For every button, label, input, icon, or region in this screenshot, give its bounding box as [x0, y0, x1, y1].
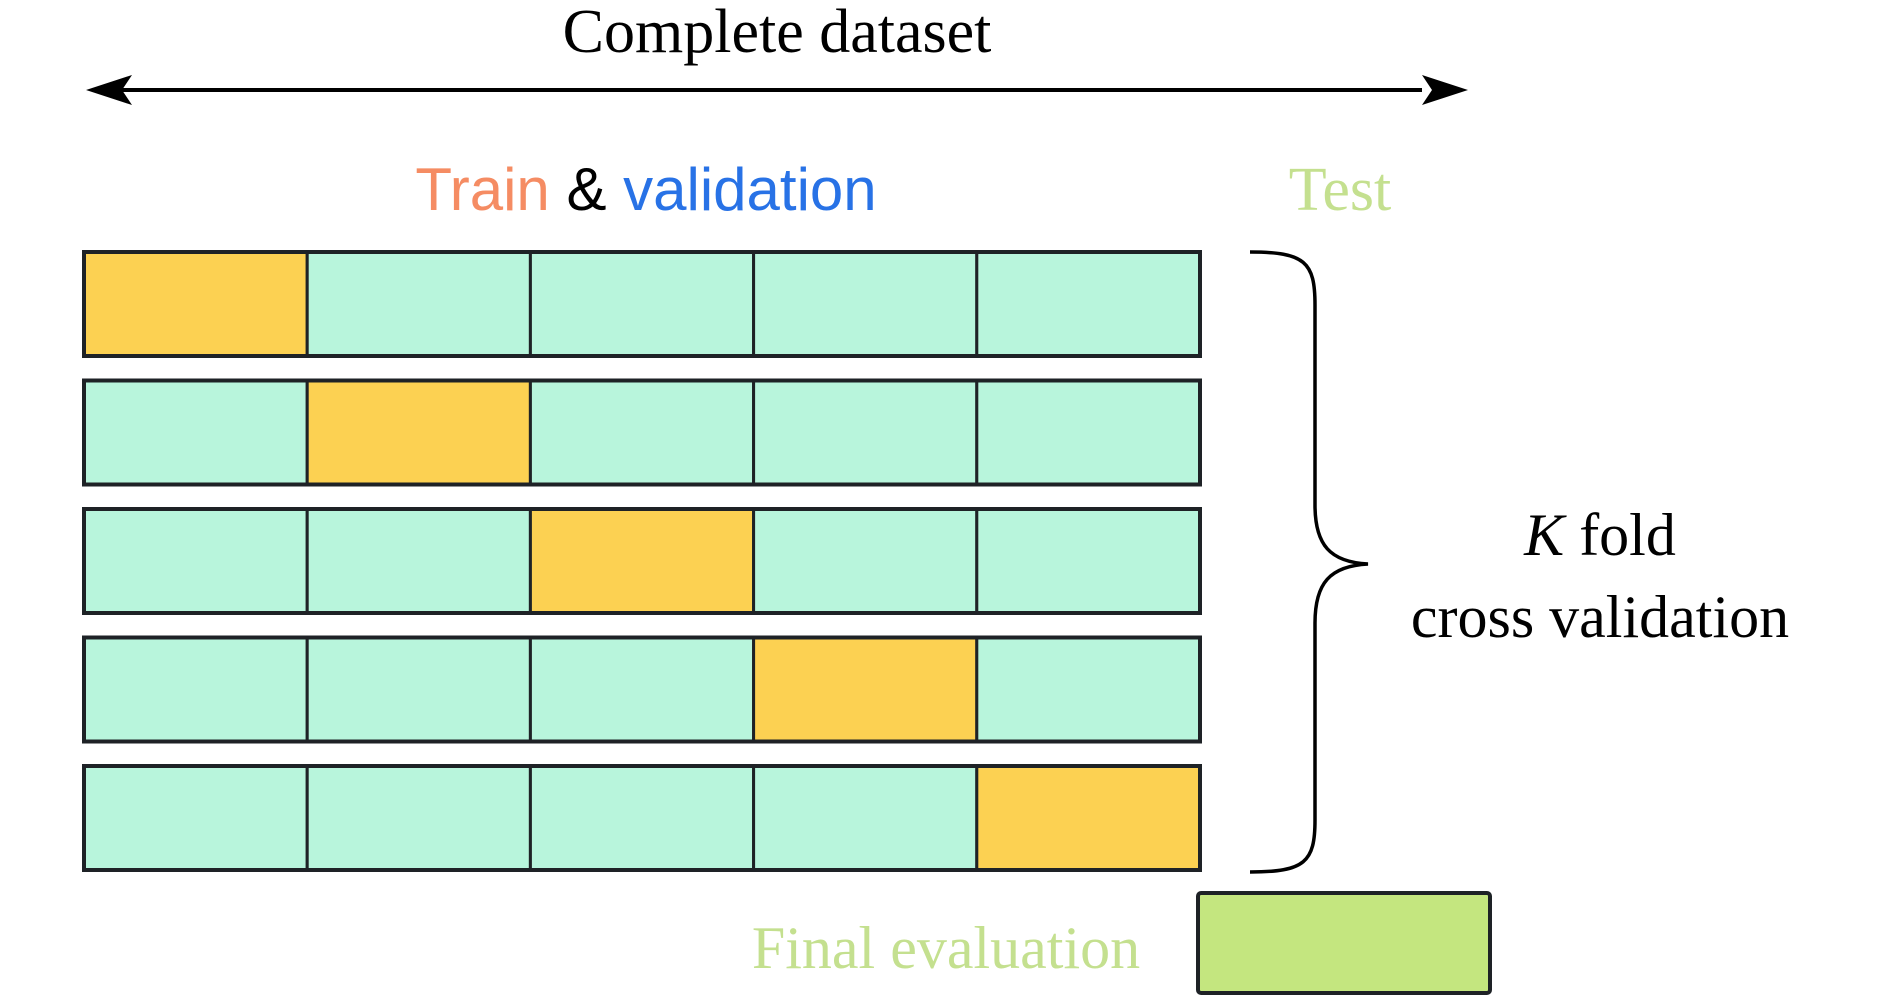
arrow-head-left — [86, 75, 132, 105]
fold-row-4 — [82, 635, 1202, 744]
fold-row-outline — [82, 635, 1202, 744]
train-fold-cell — [305, 636, 532, 743]
final-evaluation-label: Final evaluation — [752, 915, 1140, 981]
train-fold-cell — [752, 250, 979, 358]
validation-fold-cell — [528, 507, 756, 615]
fold-row-5 — [82, 764, 1202, 872]
train-validation-label: Train & validation — [415, 156, 876, 223]
fold-row-2 — [82, 378, 1202, 487]
train-fold-cell — [305, 250, 532, 358]
ampersand-label: & — [550, 156, 623, 223]
arrow-head-right — [1422, 75, 1468, 105]
train-fold-cell — [975, 636, 1202, 743]
k-letter: K — [1523, 502, 1567, 568]
test-label: Test — [1289, 156, 1391, 224]
train-fold-cell — [82, 379, 309, 486]
train-fold-cell — [975, 379, 1202, 486]
train-fold-cell — [975, 250, 1202, 358]
train-fold-cell — [528, 636, 756, 743]
fold-word: fold — [1564, 502, 1676, 568]
fold-row-outline — [82, 764, 1202, 872]
train-fold-cell — [528, 250, 756, 358]
train-fold-cell — [528, 764, 756, 872]
complete-dataset-title: Complete dataset — [563, 0, 992, 66]
fold-grid — [82, 250, 1202, 872]
fold-row-3 — [82, 507, 1202, 615]
kfold-label-line1: K fold — [1523, 502, 1676, 568]
final-evaluation-box — [1196, 891, 1492, 995]
train-fold-cell — [82, 764, 309, 872]
fold-row-outline — [82, 250, 1202, 358]
train-fold-cell — [82, 636, 309, 743]
train-label: Train — [415, 156, 549, 223]
train-fold-cell — [752, 507, 979, 615]
train-fold-cell — [305, 507, 532, 615]
train-fold-cell — [975, 507, 1202, 615]
fold-row-outline — [82, 378, 1202, 487]
train-fold-cell — [82, 507, 309, 615]
train-fold-cell — [305, 764, 532, 872]
validation-fold-cell — [975, 764, 1202, 872]
dataset-span-arrow — [86, 75, 1468, 105]
train-fold-cell — [528, 379, 756, 486]
validation-fold-cell — [752, 636, 979, 743]
fold-brace — [1249, 250, 1369, 874]
train-fold-cell — [752, 379, 979, 486]
fold-row-outline — [82, 507, 1202, 615]
train-fold-cell — [752, 764, 979, 872]
fold-row-1 — [82, 250, 1202, 358]
validation-label: validation — [623, 156, 877, 223]
validation-fold-cell — [305, 379, 532, 486]
validation-fold-cell — [82, 250, 309, 358]
kfold-label-line2: cross validation — [1411, 584, 1789, 650]
